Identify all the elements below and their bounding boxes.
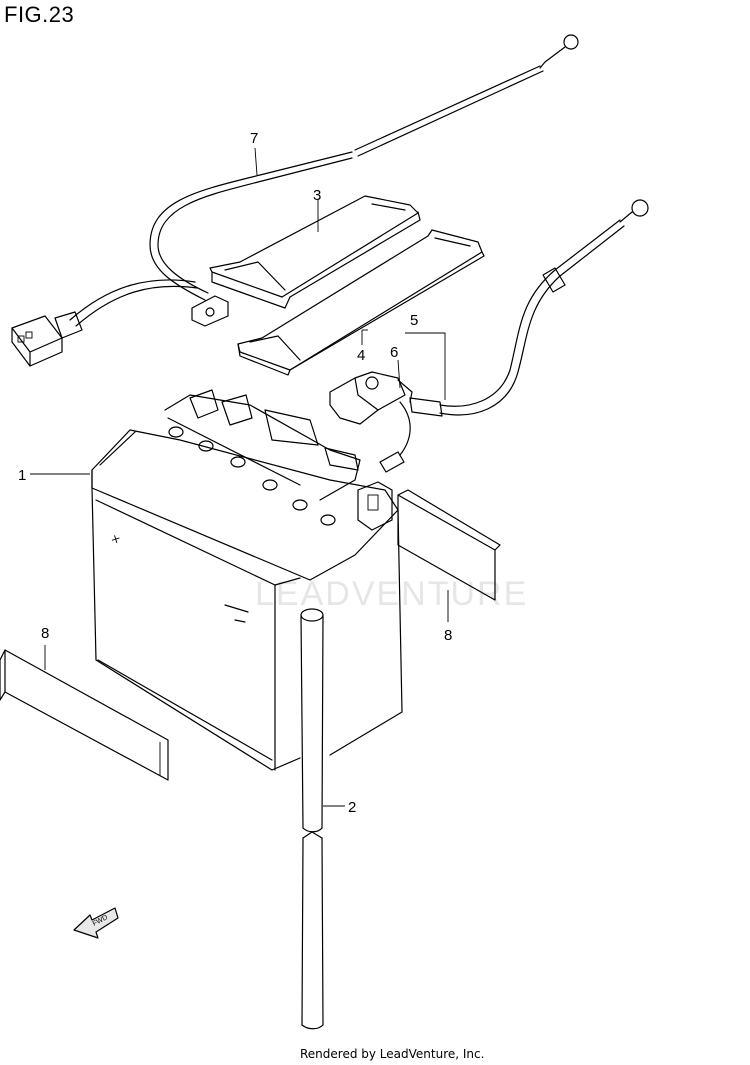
part-8-pad-left[interactable] xyxy=(0,649,169,781)
label-1: 1 xyxy=(18,467,26,484)
label-8a: 8 xyxy=(41,625,49,642)
label-5: 5 xyxy=(410,312,418,329)
watermark: LEADVENTURE xyxy=(255,575,528,613)
footer-credit: Rendered by LeadVenture, Inc. xyxy=(300,1047,485,1061)
part-6-terminal-cap[interactable] xyxy=(329,371,413,425)
part-4-strap[interactable] xyxy=(237,229,485,376)
label-6: 6 xyxy=(390,344,398,361)
leader-lines xyxy=(30,147,449,807)
part-2-breather-tube[interactable] xyxy=(300,608,324,1030)
fwd-arrow-icon: FWD xyxy=(73,907,119,939)
label-4: 4 xyxy=(357,347,365,364)
part-8-pad-right[interactable] xyxy=(397,489,501,601)
label-7: 7 xyxy=(250,130,258,147)
label-3: 3 xyxy=(313,187,321,204)
label-2: 2 xyxy=(348,799,356,816)
svg-text:⨯: ⨯ xyxy=(109,532,123,547)
part-5-cable[interactable] xyxy=(379,199,649,473)
part-3-strap[interactable] xyxy=(209,195,421,309)
part-1-battery[interactable]: ⨯ xyxy=(91,389,403,771)
part-7-wire[interactable] xyxy=(11,34,579,367)
label-8b: 8 xyxy=(444,627,452,644)
figure-title: FIG.23 xyxy=(4,2,75,27)
